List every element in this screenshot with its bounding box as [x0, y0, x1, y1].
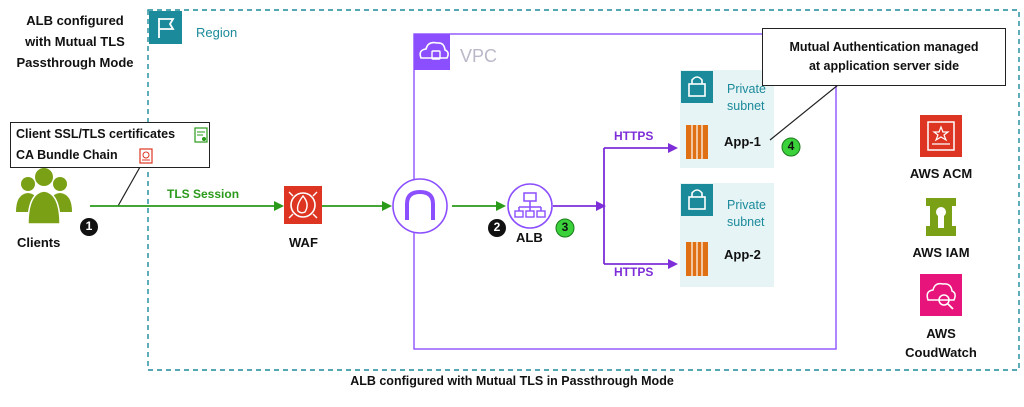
certificate-icon — [194, 127, 208, 143]
region-flag-icon — [149, 11, 182, 44]
app1-label: App-1 — [724, 134, 761, 149]
subnet1-lock-icon — [681, 71, 713, 103]
cloudwatch-label-line-1: AWS — [926, 326, 956, 341]
alb-icon — [507, 183, 553, 229]
badge-3-circle — [555, 218, 575, 238]
waf-label: WAF — [289, 235, 318, 250]
mode-note-line-2: with Mutual TLS — [25, 34, 125, 49]
mode-note-line-1: ALB configured — [26, 13, 124, 28]
app1-ec2-icon — [686, 125, 708, 159]
region-boundary — [147, 9, 1020, 371]
mode-note-line-3: Passthrough Mode — [16, 55, 134, 70]
subnet-2-label-line-1: Private — [727, 198, 766, 212]
mutual-callout-pointer — [769, 84, 840, 141]
mutual-auth-line-2: at application server side — [808, 59, 960, 73]
cert-callout-pointer — [117, 166, 142, 207]
iam-icon — [926, 198, 956, 236]
cloudwatch-icon — [920, 274, 962, 316]
subnet-2-label-line-2: subnet — [727, 215, 765, 229]
alb-label: ALB — [516, 230, 543, 245]
mode-note: ALB configured with Mutual TLS Passthrou… — [4, 10, 146, 73]
badge-1: 1 — [85, 219, 93, 233]
badge-2-circle — [488, 219, 506, 237]
waf-icon — [284, 186, 322, 224]
subnet-2-label: Private subnet — [727, 197, 766, 231]
badge-4: 4 — [787, 139, 795, 153]
tls-session-label: TLS Session — [167, 187, 240, 201]
app2-ec2-icon — [686, 242, 708, 276]
mutual-auth-line-1: Mutual Authentication managed — [789, 40, 979, 54]
cloudwatch-label-line-2: CoudWatch — [905, 345, 977, 360]
subnet-1-label-line-1: Private — [727, 82, 766, 96]
subnet-1-label: Private subnet — [727, 81, 766, 115]
diagram-caption: ALB configured with Mutual TLS in Passth… — [350, 374, 674, 388]
subnet2-lock-icon — [681, 184, 713, 216]
vpc-label: VPC — [460, 46, 498, 66]
badge-3: 3 — [561, 220, 569, 234]
badge-4-circle — [781, 137, 801, 157]
iam-label: AWS IAM — [912, 245, 970, 260]
https-top-label: HTTPS — [614, 129, 654, 143]
mutual-auth-callout: Mutual Authentication managed at applica… — [762, 28, 1006, 86]
cloudwatch-label: AWS CoudWatch — [896, 324, 986, 362]
subnet-1-label-line-2: subnet — [727, 99, 765, 113]
badge-1-circle — [80, 218, 98, 236]
cert-line-2: CA Bundle Chain — [16, 148, 118, 162]
cert-callout: Client SSL/TLS certificates CA Bundle Ch… — [10, 122, 210, 168]
badge-2: 2 — [493, 220, 501, 234]
vpc-cloud-icon — [414, 34, 450, 70]
ca-bundle-icon — [139, 148, 153, 164]
acm-label: AWS ACM — [909, 166, 973, 181]
acm-icon — [920, 115, 962, 157]
clients-label: Clients — [17, 235, 61, 250]
internet-gateway-icon — [392, 178, 448, 234]
clients-icon — [16, 168, 72, 225]
https-bottom-label: HTTPS — [614, 265, 654, 279]
region-label: Region — [196, 25, 238, 40]
cert-line-1: Client SSL/TLS certificates — [16, 127, 176, 141]
app2-label: App-2 — [724, 247, 761, 262]
